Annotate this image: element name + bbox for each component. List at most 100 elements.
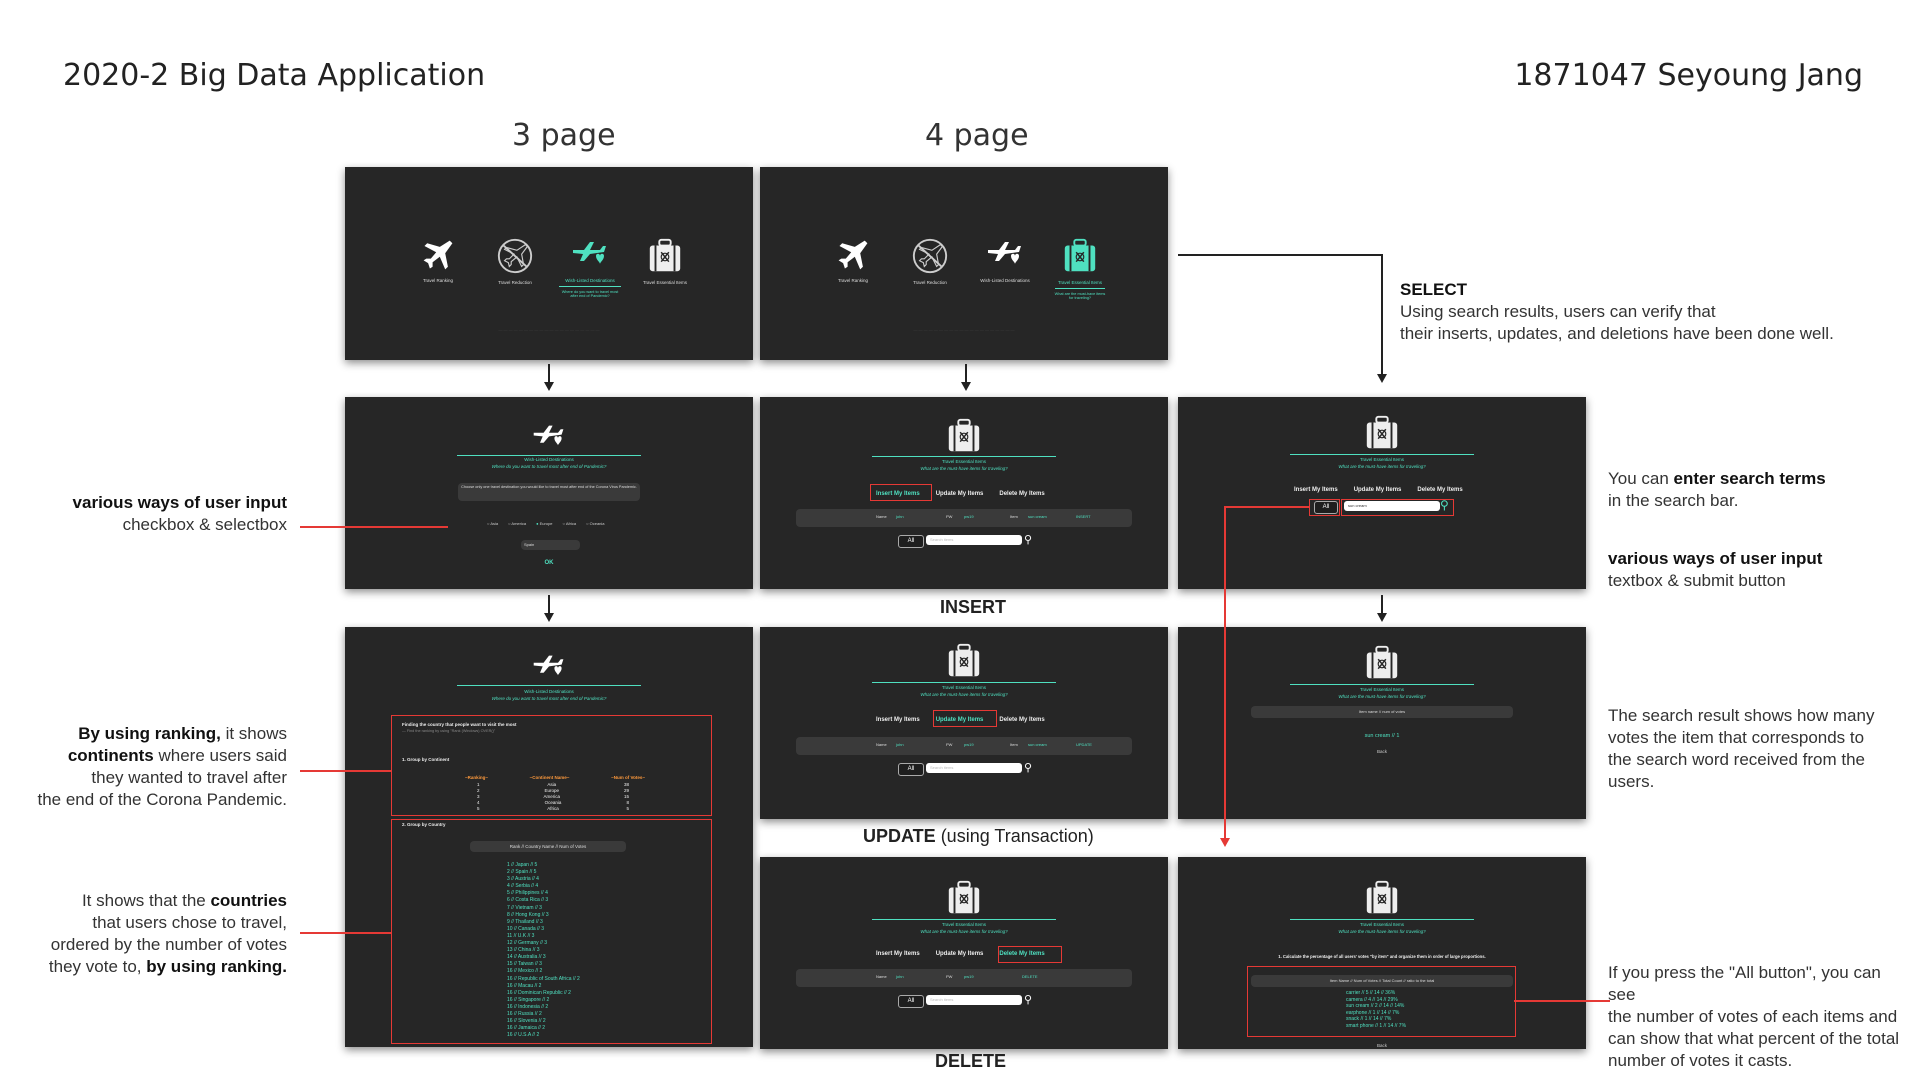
tab-delete[interactable]: Delete My Items <box>999 491 1045 497</box>
section-subtitle: Where do you want to travel most after e… <box>491 696 607 701</box>
group-continent-title: 1. Group by Continent <box>402 757 450 762</box>
caption-update: UPDATE (using Transaction) <box>863 826 1094 846</box>
search-input[interactable]: sun cream <box>1344 501 1440 511</box>
item-field[interactable]: sun cream <box>1028 742 1047 747</box>
update-button[interactable]: UPDATE <box>1076 742 1092 747</box>
list-item: snack // 1 // 14 // 7% <box>1346 1016 1392 1022</box>
connector-line <box>1514 1000 1610 1002</box>
all-button[interactable]: All <box>898 535 924 548</box>
radio-africa[interactable]: ○ Africa <box>562 521 577 526</box>
tab-insert[interactable]: Insert My Items <box>1294 487 1338 493</box>
search-icon[interactable]: ⚲ <box>1024 534 1033 546</box>
suitcase-icon <box>945 417 983 455</box>
flow-arrow <box>1381 254 1383 376</box>
radio-europe[interactable]: ● Europe <box>536 521 553 526</box>
radio-asia[interactable]: ○ Asia <box>487 521 499 526</box>
flow-arrow <box>548 364 550 384</box>
arrowhead <box>544 382 554 391</box>
section-title: Travel Essential Items <box>941 685 987 690</box>
list-item: 12 // Germany // 3 <box>507 940 548 947</box>
tab-update[interactable]: Update My Items <box>935 491 984 497</box>
pw-field[interactable]: pw19 <box>964 514 974 519</box>
menu-item-wish-listed[interactable]: Wish-Listed Destinations <box>970 237 1040 283</box>
continent-radio-group[interactable]: ○ Asia ○ America ● Europe ○ Africa ○ Oce… <box>487 521 605 526</box>
suitcase-icon <box>646 237 684 275</box>
arrowhead <box>961 382 971 391</box>
tab-insert[interactable]: Insert My Items <box>876 951 920 957</box>
search-input[interactable]: Search items <box>926 763 1022 773</box>
connector-line <box>1224 506 1309 508</box>
ranking-intro: Finding the country that people want to … <box>402 722 517 727</box>
no-plane-icon <box>496 237 534 275</box>
section-subtitle: What are the must-have items for traveli… <box>1338 694 1426 699</box>
search-input[interactable]: Search items <box>926 995 1022 1005</box>
section-title: Travel Essential Items <box>941 922 987 927</box>
search-icon[interactable]: ⚲ <box>1440 498 1449 512</box>
name-field[interactable]: john <box>896 514 904 519</box>
tab-delete[interactable]: Delete My Items <box>999 717 1045 723</box>
tab-update[interactable]: Update My Items <box>935 717 984 723</box>
tab-delete[interactable]: Delete My Items <box>1417 487 1463 493</box>
plane-icon <box>420 237 456 273</box>
list-item: 10 // Canada // 3 <box>507 925 544 932</box>
all-button[interactable]: All <box>898 763 924 776</box>
radio-oceania[interactable]: ○ Oceania <box>586 521 605 526</box>
tab-insert[interactable]: Insert My Items <box>876 491 920 497</box>
pw-field[interactable]: pw19 <box>964 974 974 979</box>
menu-item-travel-ranking[interactable]: Travel Ranking <box>413 237 463 283</box>
insert-screen: Travel Essential Items What are the must… <box>760 397 1168 589</box>
arrowhead <box>1220 838 1230 847</box>
menu-item-essential[interactable]: Travel Essential Items What are the must… <box>1050 237 1110 300</box>
search-input[interactable]: Search items <box>926 535 1022 545</box>
plane-icon <box>835 237 871 273</box>
tab-update[interactable]: Update My Items <box>1353 487 1402 493</box>
item-field[interactable]: sun cream <box>1028 514 1047 519</box>
list-item: 7 // Vietnam // 3 <box>507 904 542 911</box>
list-item: sun cream // 2 // 14 // 14% <box>1346 1003 1405 1009</box>
arrowhead <box>1377 374 1387 383</box>
radio-america[interactable]: ○ America <box>508 521 527 526</box>
section-title: Travel Essential Items <box>1359 457 1405 462</box>
country-select[interactable]: Spain <box>521 540 580 550</box>
flow-arrow <box>965 364 967 384</box>
all-button[interactable]: All <box>898 995 924 1008</box>
annotation-input-textbox: various ways of user input textbox & sub… <box>1608 549 1823 590</box>
list-item: 16 // Singapore // 2 <box>507 996 550 1003</box>
menu-item-travel-ranking[interactable]: Travel Ranking <box>828 237 878 283</box>
list-item: earphone // 1 // 14 // 7% <box>1346 1009 1400 1016</box>
tab-insert[interactable]: Insert My Items <box>876 717 920 723</box>
menu-item-travel-reduction[interactable]: Travel Reduction <box>900 237 960 285</box>
annotation-search-terms: You can enter search terms in the search… <box>1608 469 1826 510</box>
delete-button[interactable]: DELETE <box>1022 974 1038 979</box>
menu-item-travel-reduction[interactable]: Travel Reduction <box>485 237 545 285</box>
section-subtitle: What are the must-have items for traveli… <box>920 929 1008 934</box>
pw-field[interactable]: pw19 <box>964 742 974 747</box>
menu-item-essential[interactable]: Travel Essential Items <box>635 237 695 285</box>
search-icon[interactable]: ⚲ <box>1024 762 1033 774</box>
all-button[interactable]: All <box>1314 501 1338 514</box>
annotation-continent-ranking: By using ranking, it shows continents wh… <box>37 724 288 809</box>
search-icon[interactable]: ⚲ <box>1024 994 1033 1006</box>
tab-delete[interactable]: Delete My Items <box>999 951 1045 957</box>
item-tabs: Insert My Items Update My Items Delete M… <box>872 715 1049 725</box>
list-item: 8 // Hong Kong // 3 <box>507 911 549 918</box>
section-title: Wish-Listed Destinations <box>524 689 574 694</box>
connector-line <box>300 526 448 528</box>
highlight-delete-tab <box>998 946 1062 963</box>
menu-item-wish-listed[interactable]: Wish-Listed Destinations Where do you wa… <box>555 237 625 298</box>
back-link[interactable]: Back <box>1376 1043 1387 1048</box>
back-link[interactable]: Back <box>1376 749 1387 754</box>
annotation-all-button: If you press the "All button", you can s… <box>1608 963 1900 1070</box>
insert-button[interactable]: INSERT <box>1076 514 1091 519</box>
name-field[interactable]: john <box>896 742 904 747</box>
ok-button[interactable]: OK <box>544 560 554 566</box>
suitcase-icon <box>1061 237 1099 275</box>
tab-update[interactable]: Update My Items <box>935 951 984 957</box>
name-field[interactable]: john <box>896 974 904 979</box>
highlight-country-ranking <box>391 819 712 1044</box>
